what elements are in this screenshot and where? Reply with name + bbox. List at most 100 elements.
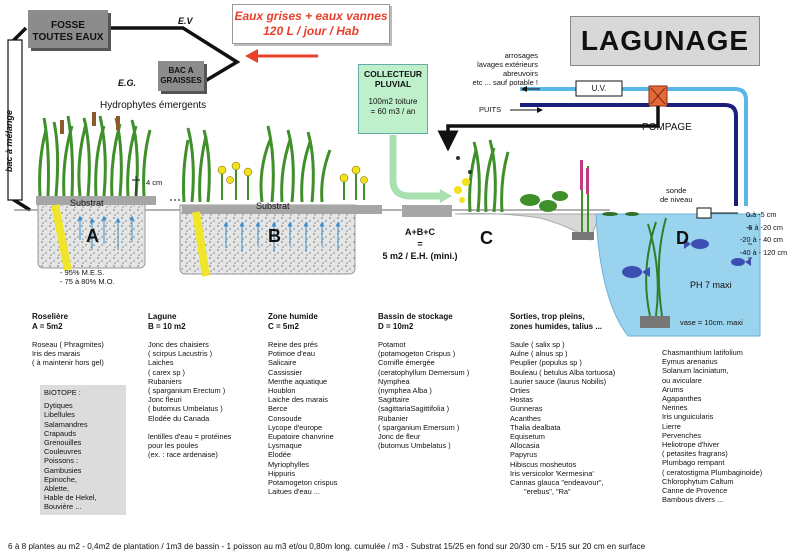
biotope-head: BIOTOPE :: [44, 388, 81, 397]
page-title: LAGUNAGE: [570, 16, 760, 66]
list-item: Bouleau ( betulus Alba tortuosa): [510, 367, 616, 377]
output-line: arrosages: [504, 51, 538, 60]
biotope-box: BIOTOPE : Dytiques Libellules Salamandre…: [40, 385, 126, 515]
list-item: pour les poules: [148, 441, 199, 451]
bac-melange-label: bac à mélange: [4, 109, 14, 173]
list-item: Laitues d'eau ...: [268, 487, 320, 497]
list-item: Equisetum: [510, 432, 545, 442]
list-item: Consoude: [268, 413, 302, 423]
eaux-line-1: Eaux grises + eaux vannes: [234, 9, 388, 23]
col-head: D = 10m2: [378, 322, 414, 331]
flow-arrows: [77, 215, 341, 252]
plants-c2: [520, 191, 568, 212]
list-item: Salamandres: [44, 419, 88, 429]
cm4-label: 4 cm: [146, 178, 163, 187]
reeds-b: [182, 125, 332, 203]
list-item: Hibiscus mosheutos: [510, 459, 577, 469]
list-item: Grenouilles: [44, 438, 82, 448]
list-item: Jonc des chaisiers: [148, 340, 209, 349]
list-item: Rubaniers: [148, 376, 182, 386]
collecteur-detail-1: 100m2 toiture: [368, 97, 418, 106]
list-item: Potamogeton crispus: [268, 478, 338, 488]
list-item: ( sparganium Erectum ): [148, 386, 226, 396]
list-item: Houblon: [268, 386, 296, 396]
collecteur-box: COLLECTEUR PLUVIAL 100m2 toiture = 60 m3…: [358, 64, 428, 134]
pompage-label: POMPAGE: [642, 122, 692, 133]
list-item: Agapanthes: [662, 394, 702, 404]
col-head: Sorties, trop pleins,: [510, 312, 585, 321]
bac-graisses-box: BAC A GRAISSES: [158, 61, 204, 91]
col-head: zones humides, talius ...: [510, 322, 603, 331]
list-item: Crapauds: [44, 428, 77, 438]
sonde-de-niveau: [696, 207, 712, 219]
eg-label: E.G.: [118, 78, 137, 88]
list-item: Iris unguicularis: [662, 412, 714, 422]
col-sorties: Sorties, trop pleins,zones humides, tali…: [510, 312, 615, 496]
vase-label: vase = 10cm. maxi: [680, 318, 743, 327]
mo-label: - 75 à 80% M.O.: [60, 277, 115, 286]
basin-b: [179, 204, 382, 277]
collecteur-detail-2: = 60 m3 / an: [370, 107, 416, 116]
list-item: Allocasia: [510, 441, 540, 451]
list-item: Libellules: [44, 410, 75, 420]
list-item: Aulne ( alnus sp ): [510, 349, 568, 359]
col-head: Bassin de stockage: [378, 312, 453, 321]
list-item: Cassissier: [268, 367, 303, 377]
bac-melange-box: [7, 39, 23, 201]
list-item: Cornifle émergée: [378, 358, 435, 368]
list-item: Reine des prés: [268, 340, 318, 349]
list-item: "erebus", "Ra": [524, 487, 571, 497]
bac-line-2: GRAISSES: [160, 76, 202, 85]
sonde-label: sonde de niveau: [660, 186, 693, 204]
footer-note: 6 à 8 plantes au m2 - 0,4m2 de plantatio…: [8, 542, 646, 551]
list-item: Canne de Provence: [662, 486, 728, 496]
depth-3: -20 à - 40 cm: [740, 235, 783, 244]
uv-box: [575, 80, 623, 97]
list-item: Hippuris: [268, 468, 296, 478]
list-item: Papyrus: [510, 450, 538, 460]
list-item: ( à maintenir hors gel): [32, 358, 104, 368]
list-item: (nymphea Alba ): [378, 386, 432, 396]
formula-line-3: 5 m2 / E.H. (mini.): [382, 251, 458, 261]
uv-label: U.V.: [591, 84, 607, 93]
list-item: Arums: [662, 384, 684, 394]
list-item: Sagittaire: [378, 395, 410, 405]
list-item: Gunneras: [510, 404, 543, 414]
list-item: (butomus Umbelatus ): [378, 441, 451, 451]
plants-c: [468, 139, 510, 213]
list-item: Cannas glauca "endeavour",: [510, 478, 604, 488]
basin-d: [595, 213, 761, 337]
letter-c: C: [480, 228, 493, 248]
substrat-b-label: Substrat: [256, 201, 290, 211]
list-item: Ablette,: [44, 484, 70, 494]
list-item: Elodée: [268, 450, 292, 460]
collecteur-title-2: PLUVIAL: [374, 79, 412, 89]
list-item: Berce: [268, 404, 288, 414]
list-item: Bambous divers ...: [662, 495, 724, 505]
bac-line-1: BAC A: [168, 66, 194, 75]
list-item: Pervenches: [662, 430, 702, 440]
ev-label: E.V: [178, 16, 193, 26]
list-item: Orties: [510, 386, 530, 396]
list-item: Thalia dealbata: [510, 422, 561, 432]
list-item: Laiche des marais: [268, 395, 328, 405]
eaux-line-2: 120 L / jour / Hab: [263, 24, 359, 38]
sonde-line-2: de niveau: [660, 195, 693, 204]
list-item: Couleuvres: [44, 447, 82, 457]
list-item: Iris des marais: [32, 349, 81, 359]
list-item: Saule ( salix sp ): [510, 340, 565, 349]
list-item: Lycope d'europe: [268, 422, 323, 432]
list-item: Nerines: [662, 403, 688, 413]
reeds-a: [38, 115, 152, 197]
list-item: Hostas: [510, 395, 534, 405]
mes-label: - 95% M.E.S.: [60, 268, 105, 277]
list-item: (ex. : race ardenaise): [148, 450, 218, 460]
list-item: Salicaire: [268, 358, 297, 368]
list-item: ( scirpus Lacustris ): [148, 349, 213, 359]
depth-2: -5 à -20 cm: [746, 222, 783, 232]
list-item: [148, 423, 231, 432]
list-item: Potimoe d'eau: [268, 349, 316, 359]
